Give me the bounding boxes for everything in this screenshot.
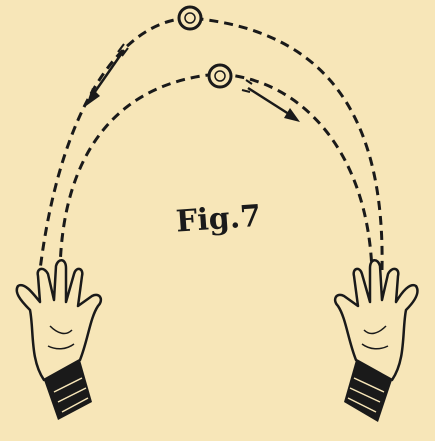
figure-caption: Fig.7 <box>175 199 262 240</box>
ball-middle <box>209 65 231 87</box>
ball-top <box>179 7 201 29</box>
